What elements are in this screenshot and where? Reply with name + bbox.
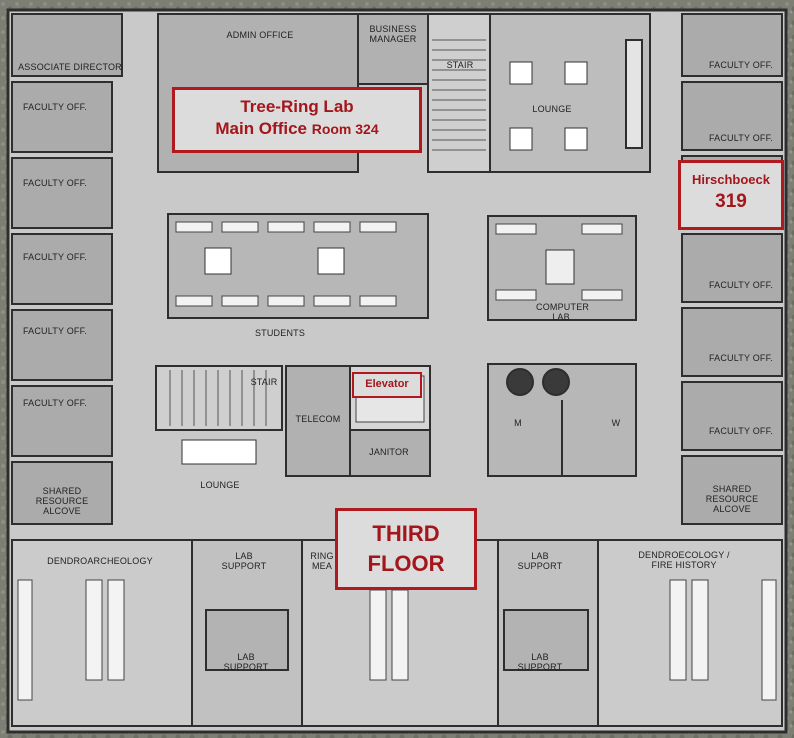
restrooms	[487, 363, 637, 477]
callout-hirschboeck-name: Hirschboeck	[691, 172, 771, 187]
room-label-restroom-w: W	[611, 418, 621, 428]
room-label-dendroecology: DENDROECOLOGY / FIRE HISTORY	[638, 550, 730, 570]
room-label-faculty-right: FACULTY OFF.	[708, 60, 774, 70]
callout-main-office-line2-wrap: Main Office Room 324	[175, 118, 419, 140]
room-label-ring-mea: RING MEA	[310, 551, 334, 571]
stair-treads-top	[432, 39, 486, 151]
room-label-lab-support-4: LAB SUPPORT	[517, 652, 563, 672]
lounge-tables-top	[509, 61, 588, 151]
room-label-faculty-left: FACULTY OFF.	[22, 252, 88, 262]
room-label-students: STUDENTS	[254, 328, 306, 338]
room-label-shared-resource-left: SHARED RESOURCE ALCOVE	[35, 486, 89, 516]
room-label-faculty-right: FACULTY OFF.	[708, 280, 774, 290]
room-label-faculty-left: FACULTY OFF.	[22, 398, 88, 408]
callout-main-office-line2: Main Office	[215, 119, 307, 138]
room-label-lab-support-1: LAB SUPPORT	[221, 551, 267, 571]
room-label-telecom: TELECOM	[295, 414, 341, 424]
room-label-business-manager: BUSINESS MANAGER	[369, 24, 417, 44]
room-label-faculty-left: FACULTY OFF.	[22, 326, 88, 336]
room-label-lab-support-2: LAB SUPPORT	[223, 652, 269, 672]
room-label-lounge-bottom: LOUNGE	[200, 480, 240, 490]
students-area	[167, 213, 429, 319]
left-offices	[11, 13, 123, 525]
right-offices	[681, 13, 783, 525]
room-label-shared-resource-right: SHARED RESOURCE ALCOVE	[705, 484, 759, 514]
callout-hirschboeck-room: 319	[715, 191, 747, 212]
room-label-lounge-top: LOUNGE	[532, 104, 572, 114]
callout-floor-line2: FLOOR	[367, 551, 445, 576]
callout-floor-line1: THIRD	[372, 521, 440, 546]
lounge-couch	[181, 439, 257, 465]
room-label-computer-lab: COMPUTER LAB	[536, 302, 590, 322]
computer-lab	[487, 215, 637, 321]
room-label-dendroarcheology: DENDROARCHEOLOGY	[47, 556, 153, 566]
room-label-associate-director: ASSOCIATE DIRECTOR	[18, 62, 122, 72]
room-label-lab-support-3: LAB SUPPORT	[517, 551, 563, 571]
callout-third-floor: THIRD FLOOR	[335, 508, 477, 590]
room-label-faculty-right: FACULTY OFF.	[708, 133, 774, 143]
room-label-faculty-right: FACULTY OFF.	[708, 353, 774, 363]
room-label-faculty-left: FACULTY OFF.	[22, 102, 88, 112]
room-label-stair-top: STAIR	[446, 60, 474, 70]
callout-hirschboeck: Hirschboeck 319	[678, 160, 784, 230]
callout-main-office-room: Room 324	[311, 121, 379, 137]
callout-main-office: Tree-Ring Lab Main Office Room 324	[172, 87, 422, 153]
room-label-janitor: JANITOR	[369, 447, 409, 457]
room-label-stair-mid: STAIR	[250, 377, 278, 387]
room-label-faculty-right: FACULTY OFF.	[708, 426, 774, 436]
stair-treads-mid	[169, 370, 267, 426]
callout-main-office-line1: Tree-Ring Lab	[240, 97, 354, 116]
callout-elevator: Elevator	[352, 372, 422, 398]
lab-benches	[17, 579, 777, 701]
room-label-admin-office: ADMIN OFFICE	[226, 30, 294, 40]
room-label-restroom-m: M	[514, 418, 522, 428]
room-label-faculty-left: FACULTY OFF.	[22, 178, 88, 188]
